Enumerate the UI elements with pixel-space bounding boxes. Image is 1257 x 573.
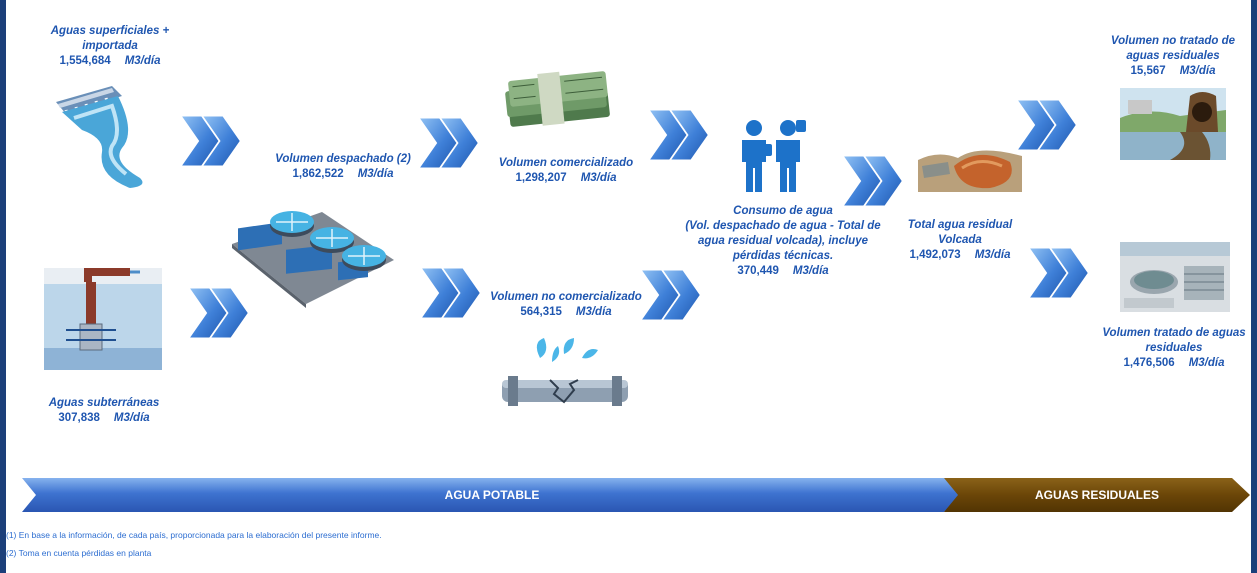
- commercialized-title: Volumen comercializado: [498, 157, 634, 169]
- commercialized-unit: M3/día: [580, 172, 617, 184]
- non-commercialized-title: Volumen no comercializado: [490, 291, 642, 303]
- wastewater-discharge-icon: [918, 150, 1022, 192]
- groundwater-well-icon: [44, 268, 162, 370]
- flow-chevron-icon: [842, 152, 906, 210]
- surface-water-title-2: importada: [82, 40, 138, 52]
- treated-unit: M3/día: [1188, 357, 1225, 369]
- frame-right-border: [1251, 0, 1257, 573]
- wastewater-total-title-1: Total agua residual: [907, 219, 1013, 231]
- non-commercialized-value-line: 564,315 M3/día: [474, 305, 658, 320]
- money-bills-icon: [505, 71, 610, 127]
- consumption-title-2: (Vol. despachado de agua - Total de: [685, 220, 881, 232]
- dispatched-unit: M3/día: [357, 168, 394, 180]
- dispatched-volume-label: Volumen despachado (2) 1,862,522 M3/día: [256, 152, 430, 182]
- untreated-unit: M3/día: [1179, 65, 1216, 77]
- surface-water-unit: M3/día: [124, 55, 161, 67]
- treated-title-2: residuales: [1145, 342, 1203, 354]
- groundwater-value-line: 307,838 M3/día: [24, 411, 184, 426]
- consumption-title-1: Consumo de agua: [733, 205, 833, 217]
- surface-water-value-line: 1,554,684 M3/día: [30, 54, 190, 69]
- treated-title-1: Volumen tratado de aguas: [1102, 327, 1246, 339]
- dispatched-value-line: 1,862,522 M3/día: [256, 167, 430, 182]
- footnote-2: (2) Toma en cuenta pérdidas en planta: [6, 548, 152, 558]
- broken-pipe-leak-icon: [502, 338, 628, 406]
- people-drinking-icon: [742, 120, 806, 192]
- potable-water-banner-label: AGUA POTABLE: [444, 488, 540, 502]
- treated-volume-label: Volumen tratado de aguas residuales 1,47…: [1094, 326, 1254, 371]
- non-commercialized-value: 564,315: [520, 306, 562, 318]
- untreated-value: 15,567: [1130, 65, 1166, 77]
- wastewater-total-value: 1,492,073: [909, 249, 961, 261]
- dispatched-value: 1,862,522: [292, 168, 344, 180]
- consumption-title-4: pérdidas técnicas.: [732, 250, 834, 262]
- commercialized-value-line: 1,298,207 M3/día: [484, 171, 648, 186]
- flow-chevron-icon: [1016, 96, 1080, 154]
- untreated-value-line: 15,567 M3/día: [1096, 64, 1250, 79]
- commercialized-value: 1,298,207: [515, 172, 567, 184]
- treatment-plant-aerial-icon: [1120, 242, 1230, 312]
- wastewater-banner-label: AGUAS RESIDUALES: [1034, 488, 1159, 502]
- flow-chevron-icon: [648, 106, 712, 164]
- wastewater-total-value-line: 1,492,073 M3/día: [890, 248, 1030, 263]
- surface-water-label: Aguas superficiales + importada 1,554,68…: [30, 24, 190, 69]
- consumption-value: 370,449: [737, 265, 779, 277]
- groundwater-unit: M3/día: [113, 412, 150, 424]
- untreated-volume-label: Volumen no tratado de aguas residuales 1…: [1096, 34, 1250, 79]
- commercialized-volume-label: Volumen comercializado 1,298,207 M3/día: [484, 156, 648, 186]
- untreated-title-1: Volumen no tratado de: [1110, 35, 1236, 47]
- non-commercialized-unit: M3/día: [575, 306, 612, 318]
- flow-chevron-icon: [1028, 244, 1092, 302]
- groundwater-title: Aguas subterráneas: [48, 397, 160, 409]
- treated-value: 1,476,506: [1123, 357, 1175, 369]
- dam-spillway-icon: [56, 86, 143, 188]
- surface-water-value: 1,554,684: [59, 55, 111, 67]
- wastewater-total-unit: M3/día: [974, 249, 1011, 261]
- footnote-1: (1) En base a la información, de cada pa…: [6, 530, 382, 540]
- consumption-label: Consumo de agua (Vol. despachado de agua…: [678, 204, 888, 279]
- groundwater-label: Aguas subterráneas 307,838 M3/día: [24, 396, 184, 426]
- consumption-unit: M3/día: [792, 265, 829, 277]
- untreated-title-2: aguas residuales: [1126, 50, 1220, 62]
- dispatched-title: Volumen despachado (2): [275, 153, 411, 165]
- treatment-plant-icon: [232, 211, 394, 308]
- flow-chevron-icon: [180, 112, 244, 170]
- potable-water-banner: [22, 478, 962, 512]
- wastewater-total-label: Total agua residual Volcada 1,492,073 M3/…: [890, 218, 1030, 263]
- surface-water-title-1: Aguas superficiales +: [50, 25, 170, 37]
- untreated-outfall-icon: [1120, 88, 1226, 160]
- groundwater-value: 307,838: [58, 412, 100, 424]
- consumption-value-line: 370,449 M3/día: [678, 264, 888, 279]
- non-commercialized-volume-label: Volumen no comercializado 564,315 M3/día: [474, 290, 658, 320]
- wastewater-banner: [944, 478, 1250, 512]
- treated-value-line: 1,476,506 M3/día: [1094, 356, 1254, 371]
- frame-left-border: [0, 0, 6, 573]
- wastewater-total-title-2: Volcada: [938, 234, 982, 246]
- consumption-title-3: agua residual volcada), incluye: [697, 235, 868, 247]
